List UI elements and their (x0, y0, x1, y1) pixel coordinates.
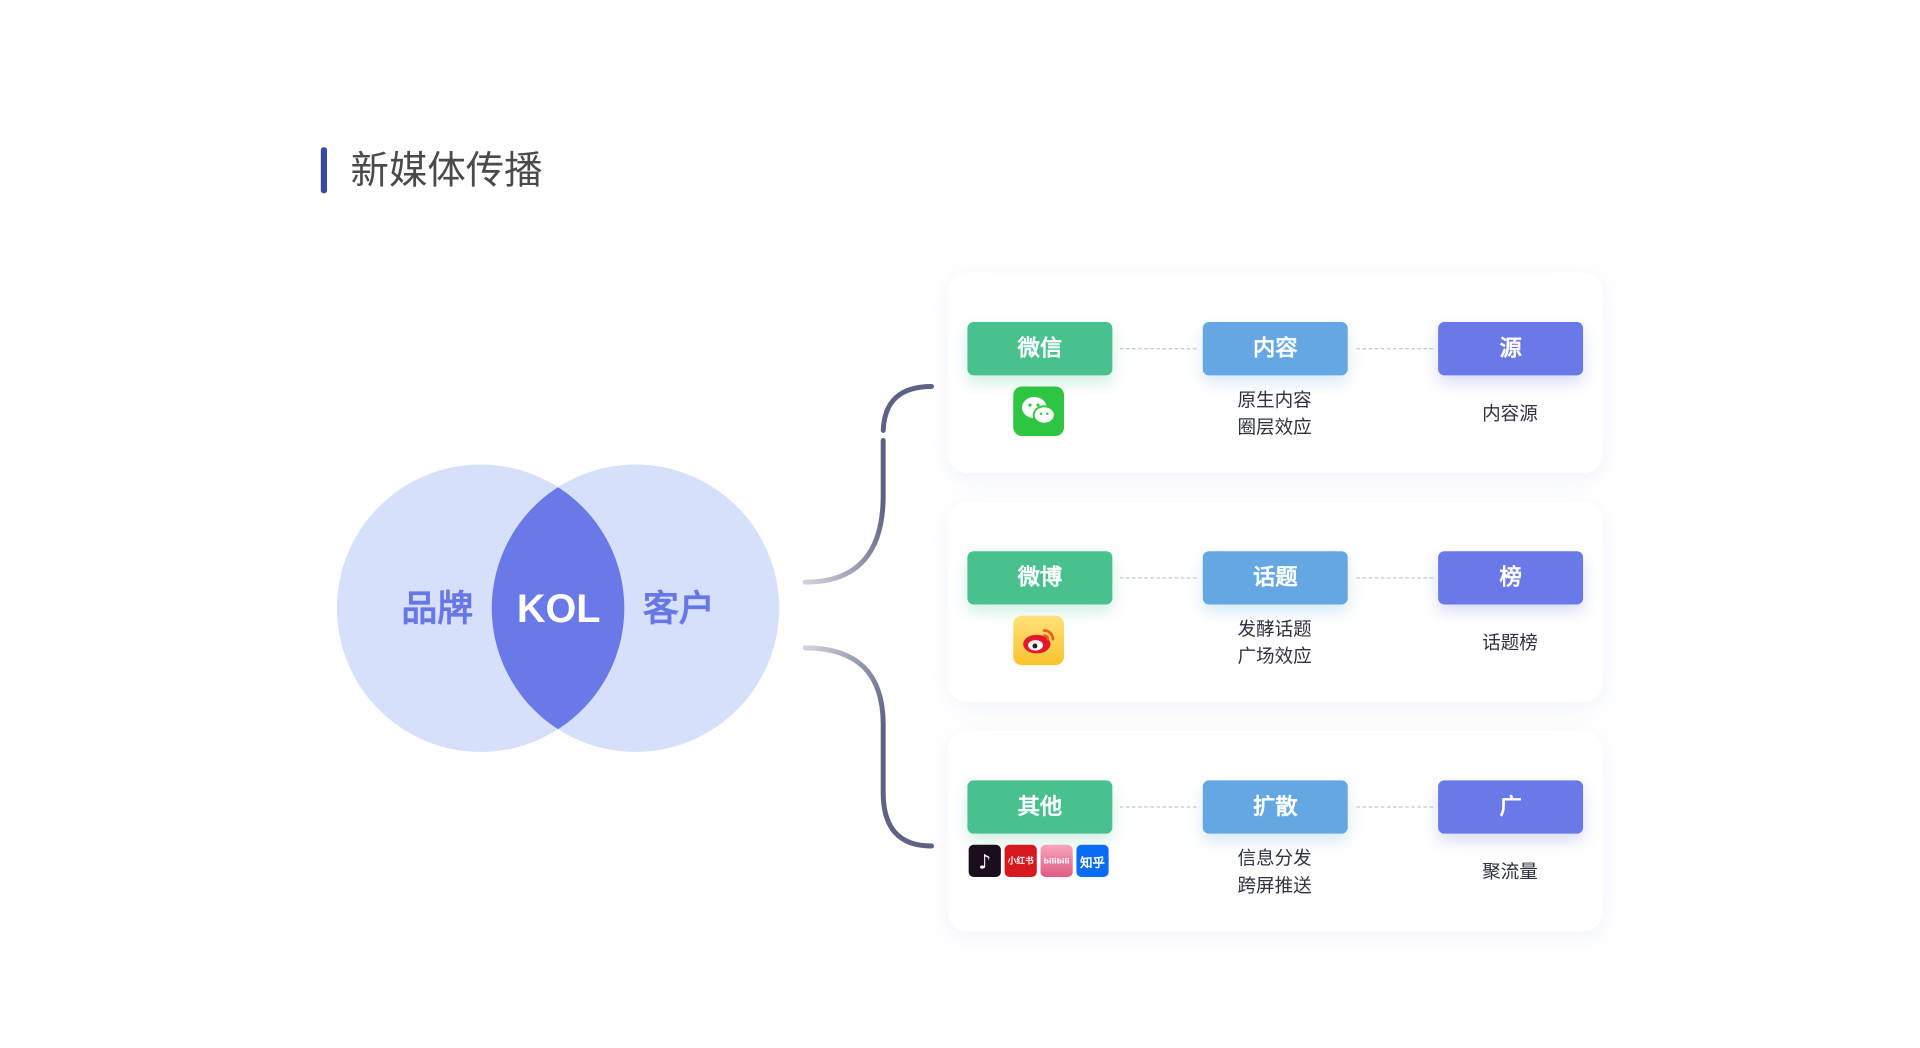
zhihu-icon: 知乎 (1076, 844, 1109, 877)
bilibili-icon: bilibili (1040, 844, 1073, 877)
douyin-icon: ♪ (968, 844, 1001, 877)
platform-button[interactable]: 微博 (967, 551, 1113, 605)
result-button[interactable]: 广 (1438, 780, 1584, 834)
platform-button[interactable]: 微信 (967, 322, 1113, 376)
connector-bottom (802, 645, 934, 849)
result-description: 话题榜 (1482, 631, 1538, 655)
stage-description: 信息分发跨屏推送 (1176, 845, 1374, 900)
stage-button[interactable]: 内容 (1202, 322, 1348, 376)
desc-line: 广场效应 (1237, 645, 1312, 668)
dashed-connector (1356, 577, 1434, 579)
kol-overlap (491, 464, 625, 752)
dashed-connector (1119, 577, 1197, 579)
channel-card-weibo: 微博 话题 榜 发酵话题广场效应 话题榜 (947, 501, 1603, 703)
page-title: 新媒体传播 (350, 148, 543, 194)
desc-line: 信息分发 (1237, 847, 1312, 870)
channel-card-wechat: 微信 内容 源 原生内容圈层效应 内容源 (947, 272, 1603, 474)
platform-button[interactable]: 其他 (967, 780, 1113, 834)
stage-description: 发酵话题广场效应 (1176, 616, 1374, 671)
dashed-connector (1119, 348, 1197, 350)
venn-label-customer: 客户 (642, 587, 715, 630)
venn-label-kol: KOL (516, 585, 601, 631)
channel-card-other: 其他 扩散 广 ♪ 小红书 bilibili 知乎 信息分发跨屏推送 聚流量 (947, 730, 1603, 932)
result-button[interactable]: 榜 (1438, 551, 1584, 605)
result-description: 内容源 (1482, 402, 1538, 425)
dashed-connector (1356, 806, 1434, 808)
dashed-connector (1356, 348, 1434, 350)
desc-line: 发酵话题 (1237, 618, 1312, 641)
desc-line: 圈层效应 (1237, 416, 1312, 439)
title-accent-bar (320, 147, 328, 194)
stage-button[interactable]: 话题 (1202, 551, 1348, 605)
dashed-connector (1119, 806, 1197, 808)
venn-label-brand: 品牌 (401, 587, 474, 630)
stage-description: 原生内容圈层效应 (1176, 386, 1374, 441)
stage-button[interactable]: 扩散 (1202, 780, 1348, 834)
result-button[interactable]: 源 (1438, 322, 1584, 376)
desc-line: 原生内容 (1237, 388, 1312, 412)
desc-line: 跨屏推送 (1237, 874, 1312, 897)
wechat-icon (1013, 386, 1065, 437)
weibo-icon (1013, 615, 1065, 666)
result-description: 聚流量 (1482, 860, 1538, 884)
xiaohongshu-icon: 小红书 (1004, 844, 1037, 877)
connector-top (802, 383, 934, 585)
